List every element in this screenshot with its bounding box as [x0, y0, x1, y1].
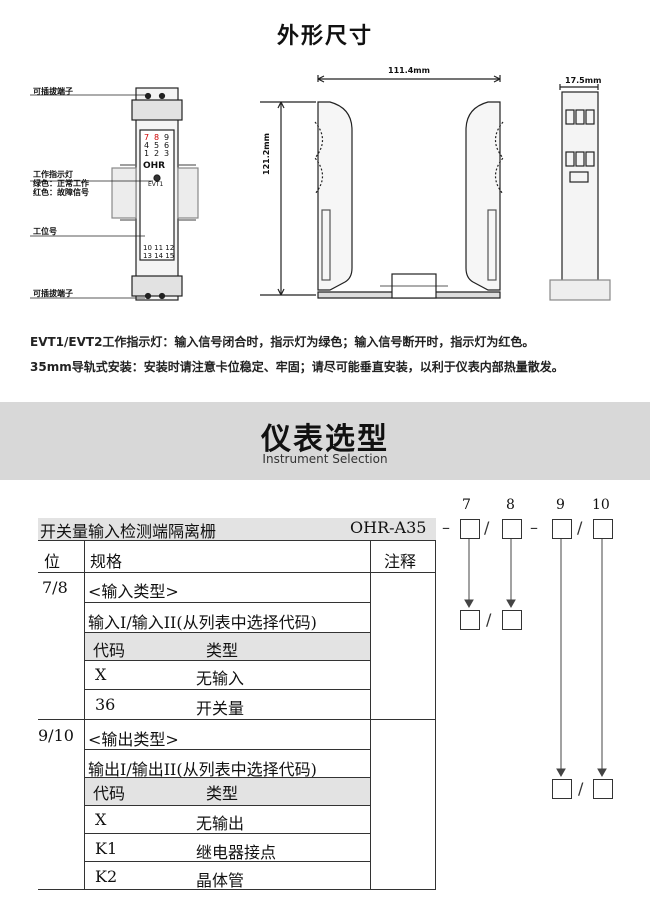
dimension-depth: 17.5mm — [565, 76, 602, 85]
table-line — [370, 540, 371, 720]
table-line — [38, 540, 436, 541]
selection-title: 仪表选型 — [261, 422, 389, 457]
dimensions-title: 外形尺寸 — [276, 24, 373, 49]
end-view — [549, 84, 611, 301]
code-header-row — [85, 633, 370, 660]
col-header-spec: 规格 — [90, 552, 123, 571]
code-header: 代码 — [93, 641, 126, 660]
code-position-8: 8 — [506, 497, 515, 513]
label-position-no: 工位号 — [33, 227, 57, 236]
code-box-7[interactable] — [460, 519, 480, 539]
product-row — [38, 518, 436, 540]
group-position: 9/10 — [38, 726, 74, 745]
slash-separator: / — [484, 518, 490, 537]
table-line — [84, 833, 370, 834]
group-subtitle: 输出I/输出II(从列表中选择代码) — [88, 760, 317, 779]
label-indicator-green: 绿色：正常工作 — [33, 179, 89, 188]
table-line — [84, 861, 370, 862]
col-header-position: 位 — [44, 552, 61, 571]
option-type: 开关量 — [196, 699, 245, 718]
table-line — [84, 602, 370, 603]
code-header: 代码 — [93, 784, 126, 803]
code-box-10[interactable] — [593, 519, 613, 539]
table-line — [84, 777, 370, 778]
code-position-10: 10 — [592, 497, 610, 513]
option-type: 无输入 — [196, 669, 245, 688]
group-subtitle: 输入I/输入II(从列表中选择代码) — [88, 613, 317, 632]
terminal-number: 9 — [164, 133, 170, 142]
terminal-number: 6 — [164, 141, 170, 150]
input-code-box-2[interactable] — [502, 610, 522, 630]
code-position-7: 7 — [462, 497, 471, 513]
option-code: X — [95, 810, 107, 829]
slash-separator: / — [486, 610, 492, 629]
dash-separator: – — [442, 518, 450, 537]
model-code: OHR-A35 — [350, 518, 427, 537]
note-mounting: 35mm导轨式安装：安装时请注意卡位稳定、牢固；请尽可能垂直安装，以利于仪表内部… — [30, 360, 564, 374]
group-title: <输入类型> — [88, 582, 179, 601]
table-line — [84, 749, 370, 750]
table-line — [84, 540, 85, 889]
table-line — [84, 660, 370, 661]
label-terminal-top: 可插拔端子 — [33, 87, 73, 96]
bottom-terminal-numbers: 10 11 12 — [143, 244, 175, 252]
dimension-width: 111.4mm — [388, 66, 430, 75]
col-header-note: 注释 — [384, 552, 417, 571]
product-name: 开关量输入检测端隔离栅 — [40, 522, 217, 541]
table-line — [84, 632, 370, 633]
type-header: 类型 — [206, 784, 239, 803]
output-code-box-1[interactable] — [552, 779, 572, 799]
note-indicator: EVT1/EVT2工作指示灯：输入信号闭合时，指示灯为绿色；输入信号断开时，指示… — [30, 335, 535, 349]
table-line — [38, 572, 436, 573]
option-code: X — [95, 665, 107, 684]
table-line — [84, 805, 370, 806]
bottom-terminal-numbers: 13 14 15 — [143, 252, 175, 260]
option-type: 继电器接点 — [196, 843, 277, 862]
option-code: K1 — [95, 839, 118, 858]
terminal-number: 2 — [154, 149, 160, 158]
table-line — [38, 719, 436, 720]
terminal-number: 4 — [144, 141, 150, 150]
option-type: 晶体管 — [196, 871, 245, 890]
label-indicator-red: 红色：故障信号 — [33, 188, 89, 197]
label-terminal-bottom: 可插拔端子 — [33, 289, 73, 298]
table-line — [370, 719, 371, 889]
label-indicator: 工作指示灯 — [33, 170, 73, 179]
code-position-9: 9 — [556, 497, 565, 513]
code-header-row — [85, 778, 370, 805]
brand-logo: OHR — [143, 161, 166, 171]
side-view — [260, 75, 504, 299]
terminal-number: 7 — [144, 133, 150, 142]
dimension-drawing — [30, 75, 611, 301]
option-code: K2 — [95, 867, 118, 886]
type-header: 类型 — [206, 641, 239, 660]
selection-band — [0, 402, 650, 480]
option-type: 无输出 — [196, 814, 245, 833]
input-code-box-1[interactable] — [460, 610, 480, 630]
option-code: 36 — [95, 695, 116, 714]
slash-separator: / — [577, 518, 583, 537]
group-position: 7/8 — [42, 578, 68, 597]
front-panel-numbers: 7 8 9 4 5 6 1 2 3 — [144, 134, 174, 158]
selection-subtitle: Instrument Selection — [262, 452, 388, 466]
output-code-box-2[interactable] — [593, 779, 613, 799]
code-box-8[interactable] — [502, 519, 522, 539]
terminal-number: 3 — [164, 149, 170, 158]
led-label: EVT1 — [148, 181, 164, 188]
terminal-number: 1 — [144, 149, 150, 158]
slash-separator: / — [578, 779, 584, 798]
front-view — [111, 87, 199, 301]
table-line — [84, 689, 370, 690]
code-box-9[interactable] — [552, 519, 572, 539]
dash-separator: – — [530, 518, 538, 537]
terminal-number: 8 — [154, 133, 160, 142]
terminal-number: 5 — [154, 141, 160, 150]
table-line — [38, 889, 436, 890]
group-title: <输出类型> — [88, 730, 179, 749]
table-line — [435, 540, 436, 889]
